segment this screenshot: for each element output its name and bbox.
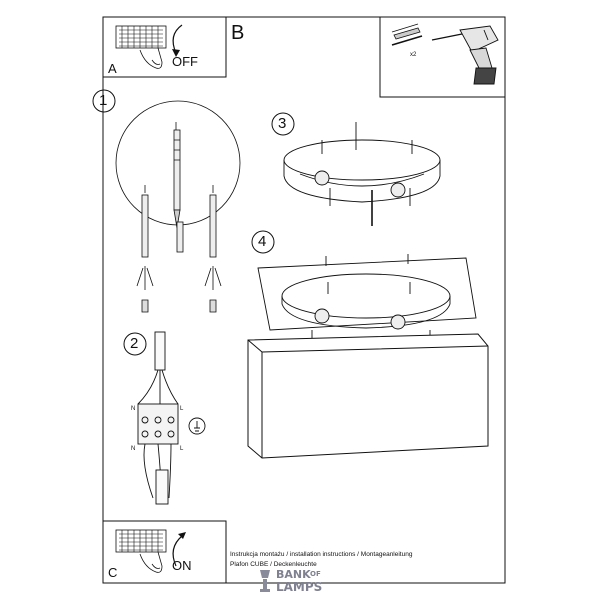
watermark: BANK OF LAMPS — [258, 568, 354, 596]
watermark-of: OF — [310, 570, 321, 578]
step-2-circle — [123, 332, 147, 356]
arrow-down-icon — [172, 24, 183, 54]
step-3-number: 3 — [278, 115, 287, 132]
wire-n-top: N — [131, 406, 136, 412]
arrow-head-up — [178, 532, 186, 539]
footer-instructions: Instrukcja montażu / installation instru… — [230, 551, 413, 558]
panel-a-label: A — [108, 61, 117, 76]
step-1-circle — [92, 89, 116, 113]
panel-a-frame — [103, 17, 227, 78]
ceiling-plate-drawing — [283, 122, 441, 226]
lamp-logo-icon — [260, 570, 270, 592]
mounted-base-drawing — [257, 254, 477, 342]
arrow-up-icon — [172, 535, 183, 567]
terminal-block-icon — [115, 25, 167, 69]
wire-l-top: L — [180, 406, 184, 412]
wall-dowel-icon — [136, 185, 154, 313]
wall-dowel-icon — [173, 122, 181, 229]
footer-product: Plafon CUBE / Deckenleuchte — [230, 561, 317, 568]
step-4-number: 4 — [258, 233, 267, 250]
panel-a-state: OFF — [172, 54, 198, 69]
arrow-head-down — [172, 49, 180, 57]
wall-dowel-icon — [204, 185, 222, 313]
terminal-block-icon — [115, 529, 167, 573]
wire-l-bottom: L — [180, 446, 184, 452]
step-1-number: 1 — [99, 92, 108, 109]
watermark-bank: BANK — [276, 568, 311, 581]
wire-n-bottom: N — [131, 446, 136, 452]
lamp-cube-drawing — [247, 333, 489, 459]
panel-c-frame — [103, 520, 227, 583]
panel-b-tools-frame — [379, 17, 505, 98]
step-2-number: 2 — [130, 335, 139, 352]
step-3-circle — [271, 112, 295, 136]
page-frame — [102, 16, 506, 584]
wall-dowel-icon — [176, 221, 184, 253]
dowel-screw-icon — [391, 23, 423, 46]
panel-b-label: B — [231, 22, 245, 44]
panel-c-label: C — [108, 565, 118, 580]
step-4-circle — [251, 230, 275, 254]
dowel-quantity: x2 — [410, 52, 417, 58]
watermark-lamps: LAMPS — [276, 580, 323, 594]
drill-icon — [431, 25, 499, 85]
panel-c-state: ON — [172, 558, 192, 573]
wiring-diagram — [137, 331, 206, 505]
